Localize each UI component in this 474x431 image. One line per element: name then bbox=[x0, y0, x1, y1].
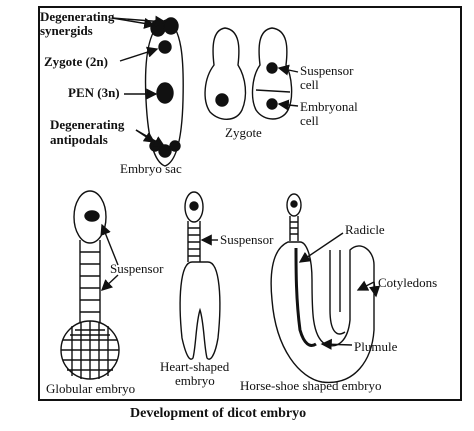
label-embryonal-cell-1: Embryonal bbox=[300, 99, 358, 114]
label-embryonal-cell-2: cell bbox=[300, 113, 319, 128]
label-heart-shaped-2: embryo bbox=[175, 373, 215, 388]
pen-nucleus bbox=[156, 82, 174, 104]
label-horse-shoe-embryo: Horse-shoe shaped embryo bbox=[240, 378, 382, 393]
label-radicle: Radicle bbox=[345, 222, 385, 237]
label-suspensor-globular: Suspensor bbox=[110, 261, 164, 276]
label-degenerating-antipodals-2: antipodals bbox=[50, 132, 108, 147]
zygote-nucleus bbox=[158, 40, 172, 54]
heart-shaped-embryo bbox=[179, 191, 221, 360]
label-zygote: Zygote bbox=[225, 125, 262, 140]
label-suspensor-heart: Suspensor bbox=[220, 232, 274, 247]
label-degenerating-synergids-1: Degenerating bbox=[40, 9, 115, 24]
figure-caption: Development of dicot embryo bbox=[130, 406, 307, 421]
label-suspensor-cell-1: Suspensor bbox=[300, 63, 354, 78]
label-cotyledons: Cotyledons bbox=[378, 275, 438, 290]
label-zygote-2n: Zygote (2n) bbox=[44, 54, 108, 69]
horse-shoe-embryo bbox=[270, 193, 375, 384]
synergid-right bbox=[163, 17, 179, 35]
globular-embryo bbox=[60, 190, 120, 380]
two-celled-proembryo bbox=[251, 27, 293, 120]
zygote-cell bbox=[204, 27, 247, 120]
antipodal-3 bbox=[169, 140, 181, 152]
label-pen-3n: PEN (3n) bbox=[68, 85, 120, 100]
label-suspensor-cell-2: cell bbox=[300, 77, 319, 92]
label-plumule: Plumule bbox=[354, 339, 398, 354]
pointer-lines bbox=[100, 15, 381, 350]
label-globular-embryo: Globular embryo bbox=[46, 381, 136, 396]
antipodal-2 bbox=[158, 144, 172, 158]
label-embryo-sac: Embryo sac bbox=[120, 161, 182, 176]
label-heart-shaped-1: Heart-shaped bbox=[160, 359, 230, 374]
embryo-sac bbox=[144, 17, 184, 167]
diagram-border bbox=[38, 6, 462, 401]
label-degenerating-antipodals-1: Degenerating bbox=[50, 117, 125, 132]
label-degenerating-synergids-2: synergids bbox=[40, 23, 93, 38]
